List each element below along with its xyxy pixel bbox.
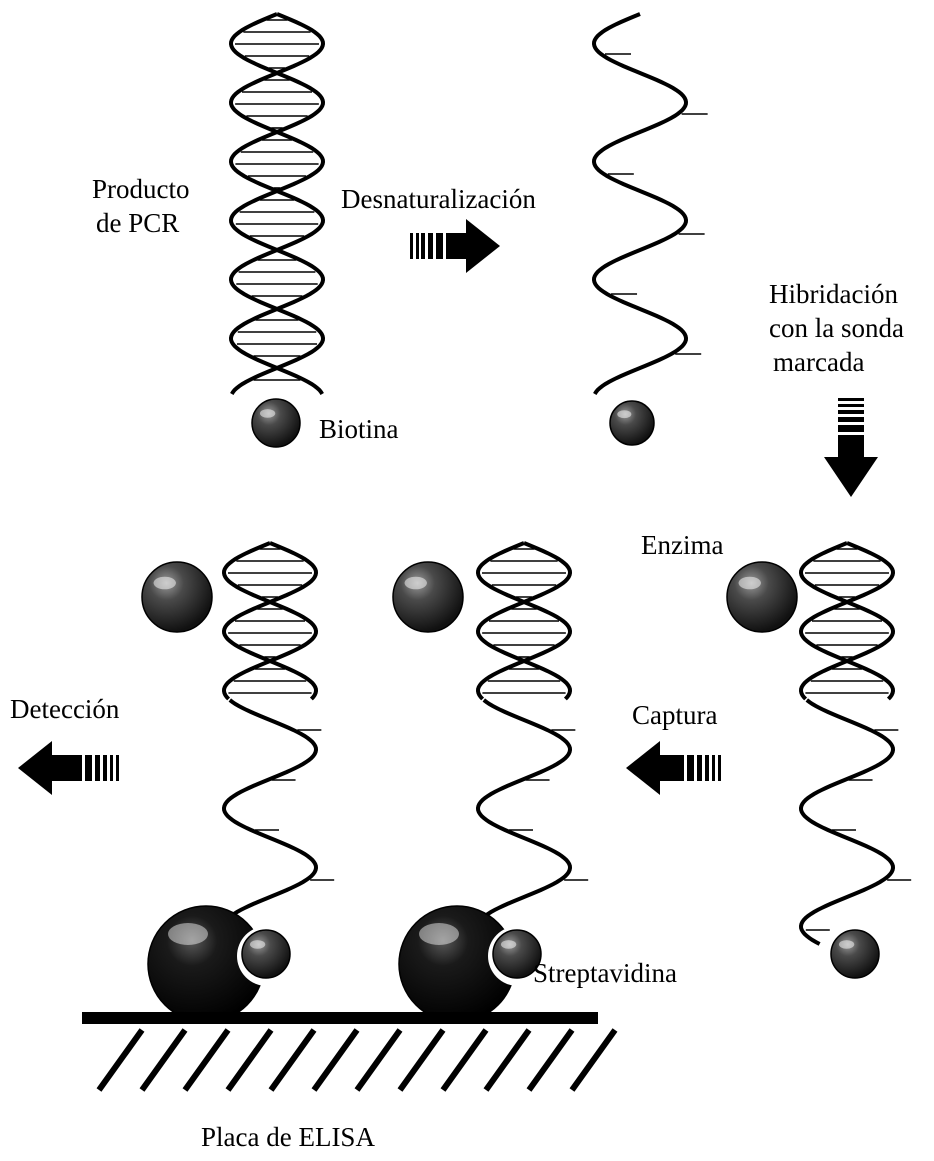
label-pcr-product-line1: Producto [92,174,190,205]
plate-hatch-line [185,1030,228,1090]
arrow-left-detection [18,741,119,795]
biotin-bead [242,930,290,978]
target-strand-bottom [801,700,893,944]
dna-hybrid-probe [801,543,911,944]
dna-hybrid-captured [478,543,588,944]
label-streptavidin: Streptavidina [533,958,677,989]
dna-strand [594,14,686,394]
plate-hatch-line [228,1030,271,1090]
label-pcr-product-line2: de PCR [96,208,179,239]
plate-hatch-line [486,1030,529,1090]
biotin-bead-highlight [250,940,265,949]
target-strand-bottom [478,700,570,944]
enzyme-bead-highlight [739,577,761,590]
label-detection: Detección [10,694,119,725]
streptavidin-highlight [168,923,208,945]
biotin-bead-pcr [252,399,300,447]
biotin-bead-pcr-highlight [260,409,275,418]
plate-hatch-line [572,1030,615,1090]
plate-hatch-line [99,1030,142,1090]
enzyme-bead [142,562,212,632]
biotin-bead-highlight [839,940,854,949]
label-capture: Captura [632,700,717,731]
plate-hatch-line [357,1030,400,1090]
biotin-bead-highlight [501,940,516,949]
biotin-bead-single-highlight [617,410,631,418]
label-hybridization-line3: marcada [773,347,864,378]
dna-strands [142,14,911,1022]
plate-hatch-line [529,1030,572,1090]
label-enzyme: Enzima [641,530,723,561]
arrow-left-capture [626,741,721,795]
arrow-down-hybridization [824,398,878,497]
plate-hatch-line [271,1030,314,1090]
label-elisa-plate: Placa de ELISA [201,1122,375,1153]
biotin-bead [831,930,879,978]
label-hybridization-line1: Hibridación [769,279,898,310]
streptavidin-highlight [419,923,459,945]
elisa-plate [82,1012,615,1090]
enzyme-bead [393,562,463,632]
target-strand-bottom [224,700,316,944]
enzyme-bead [727,562,797,632]
label-denaturation: Desnaturalización [341,184,536,215]
dna-single-strand [594,14,708,394]
biotin-bead-single [610,401,654,445]
dna-double-helix-pcr [231,14,323,394]
plate-hatch-line [142,1030,185,1090]
enzyme-bead-highlight [154,577,176,590]
label-biotin: Biotina [319,414,399,445]
enzyme-bead-highlight [405,577,427,590]
plate-hatch-line [443,1030,486,1090]
plate-hatch-line [314,1030,357,1090]
dna-hybrid-detection [224,543,334,944]
plate-hatch-line [400,1030,443,1090]
arrow-right-denaturation [410,219,500,273]
label-hybridization-line2: con la sonda [769,313,904,344]
